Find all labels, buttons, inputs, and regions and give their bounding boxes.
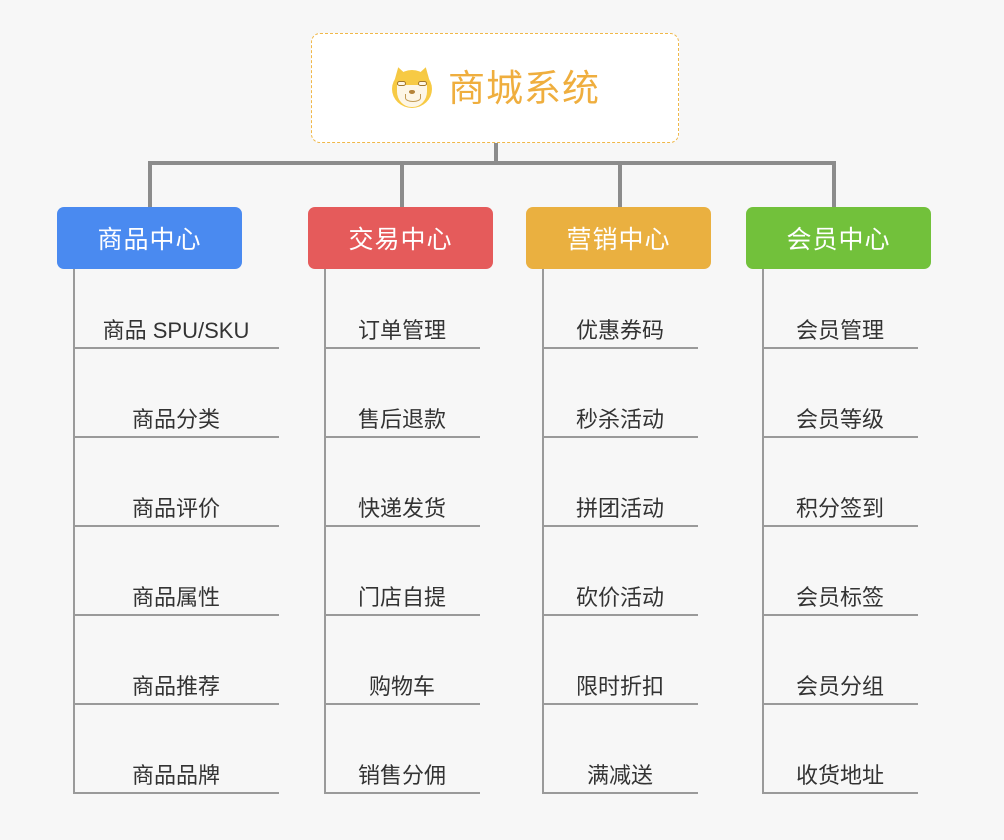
leaf-item[interactable]: 售后退款	[324, 390, 480, 438]
leaf-item[interactable]: 商品品牌	[73, 746, 279, 794]
root-stem-line	[494, 143, 498, 163]
leaf-item[interactable]: 满减送	[542, 746, 698, 794]
leaf-item[interactable]: 购物车	[324, 657, 480, 705]
leaf-item[interactable]: 限时折扣	[542, 657, 698, 705]
leaf-item-label: 会员分组	[795, 673, 884, 699]
leaf-item-label: 购物车	[368, 673, 435, 699]
leaf-item[interactable]: 销售分佣	[324, 746, 480, 794]
leaf-item-label: 积分签到	[795, 495, 884, 521]
leaf-item[interactable]: 优惠券码	[542, 301, 698, 349]
root-node[interactable]: 商城系统	[311, 33, 679, 143]
branch-header-2[interactable]: 交易中心	[308, 207, 493, 269]
leaf-item[interactable]: 商品属性	[73, 568, 279, 616]
leaf-item[interactable]: 砍价活动	[542, 568, 698, 616]
branch-spine-2	[324, 269, 326, 794]
leaf-item[interactable]: 会员标签	[762, 568, 918, 616]
leaf-item-label: 售后退款	[357, 406, 446, 432]
leaf-item[interactable]: 商品推荐	[73, 657, 279, 705]
branch-drop-line-2	[400, 161, 404, 207]
leaf-item[interactable]: 会员管理	[762, 301, 918, 349]
leaf-item[interactable]: 商品 SPU/SKU	[73, 301, 279, 349]
root-title: 商城系统	[448, 67, 600, 109]
leaf-item[interactable]: 快递发货	[324, 479, 480, 527]
leaf-item-label: 商品 SPU/SKU	[102, 317, 250, 343]
branch-spine-3	[542, 269, 544, 794]
branch-spine-1	[73, 269, 75, 794]
leaf-item-label: 会员等级	[795, 406, 884, 432]
branch-spine-4	[762, 269, 764, 794]
leaf-item-label: 会员管理	[795, 317, 884, 343]
leaf-item[interactable]: 收货地址	[762, 746, 918, 794]
leaf-item-label: 会员标签	[795, 584, 884, 610]
leaf-item-label: 商品属性	[131, 584, 220, 610]
horizontal-bus-line	[148, 161, 834, 165]
leaf-item-label: 优惠券码	[575, 317, 664, 343]
leaf-item-label: 门店自提	[357, 584, 446, 610]
branch-header-label: 交易中心	[348, 226, 453, 254]
leaf-item[interactable]: 拼团活动	[542, 479, 698, 527]
branch-header-3[interactable]: 营销中心	[526, 207, 711, 269]
leaf-item[interactable]: 秒杀活动	[542, 390, 698, 438]
leaf-item-label: 商品评价	[131, 495, 220, 521]
leaf-item-label: 订单管理	[357, 317, 446, 343]
leaf-item[interactable]: 商品分类	[73, 390, 279, 438]
leaf-item-label: 满减送	[586, 762, 653, 788]
leaf-item[interactable]: 商品评价	[73, 479, 279, 527]
branch-header-label: 会员中心	[786, 226, 891, 254]
leaf-item-label: 限时折扣	[575, 673, 664, 699]
leaf-item-label: 商品分类	[131, 406, 220, 432]
leaf-item-label: 收货地址	[795, 762, 884, 788]
branch-header-4[interactable]: 会员中心	[746, 207, 931, 269]
branch-drop-line-1	[148, 161, 152, 207]
leaf-item-label: 砍价活动	[575, 584, 664, 610]
leaf-item[interactable]: 订单管理	[324, 301, 480, 349]
shiba-inu-face-icon	[390, 65, 434, 110]
leaf-item[interactable]: 积分签到	[762, 479, 918, 527]
leaf-item[interactable]: 会员等级	[762, 390, 918, 438]
leaf-item-label: 商品推荐	[131, 673, 220, 699]
branch-header-label: 营销中心	[566, 226, 671, 254]
branch-header-label: 商品中心	[97, 226, 202, 254]
branch-drop-line-4	[832, 161, 836, 207]
leaf-item-label: 拼团活动	[575, 495, 664, 521]
branch-header-1[interactable]: 商品中心	[57, 207, 242, 269]
leaf-item[interactable]: 会员分组	[762, 657, 918, 705]
leaf-item-label: 秒杀活动	[575, 406, 664, 432]
leaf-item[interactable]: 门店自提	[324, 568, 480, 616]
leaf-item-label: 商品品牌	[131, 762, 220, 788]
leaf-item-label: 销售分佣	[357, 762, 446, 788]
leaf-item-label: 快递发货	[357, 495, 446, 521]
branch-drop-line-3	[618, 161, 622, 207]
